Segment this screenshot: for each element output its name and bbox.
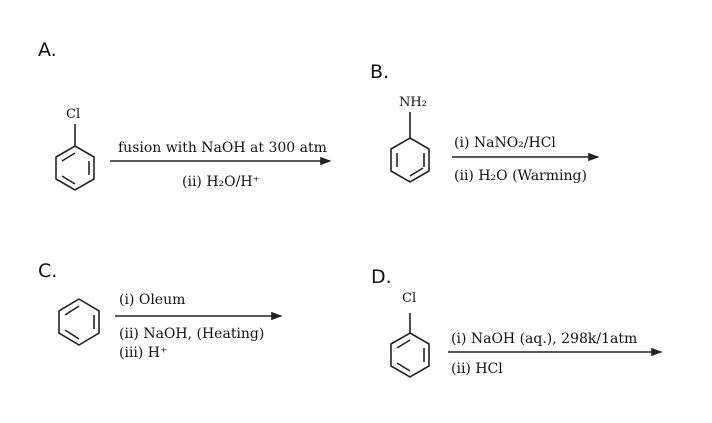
reaction-label: A. [38,39,57,61]
reaction-label: B. [370,61,389,83]
reagent-above: fusion with NaOH at 300 atm [118,140,327,156]
benzene-ring [58,298,100,346]
reagent-below: (ii) HCl [451,361,503,377]
benzene-ring [390,313,430,378]
reaction-label: D. [371,266,392,288]
reagent-below: (ii) NaOH, (Heating) [119,326,264,342]
reaction-c: C. (i) Oleum (ii) NaOH, (Heating) (iii) … [38,260,283,361]
reaction-a: A. Cl fusion with NaOH at 300 atm (ii) H… [38,39,332,191]
reagent-above: (i) Oleum [119,292,185,308]
benzene-ring [390,112,430,183]
substituent-label: Cl [66,107,80,122]
substituent-label: NH₂ [399,95,427,110]
reaction-d: D. Cl (i) NaOH (aq.), 298k/1atm (ii) HCl [371,266,663,378]
benzene-ring [55,124,95,191]
substituent-label: Cl [402,291,416,306]
reagent-above: (i) NaOH (aq.), 298k/1atm [451,331,637,347]
reagent-above: (i) NaNO₂/HCl [454,135,556,151]
reagent-below: (ii) H₂O/H⁺ [182,174,260,190]
reagent-below: (ii) H₂O (Warming) [454,168,587,184]
reagent-below: (iii) H⁺ [119,345,167,361]
reaction-label: C. [38,260,57,282]
reaction-b: B. NH₂ (i) NaNO₂/HCl (ii) H₂O (Warming) [370,61,600,184]
